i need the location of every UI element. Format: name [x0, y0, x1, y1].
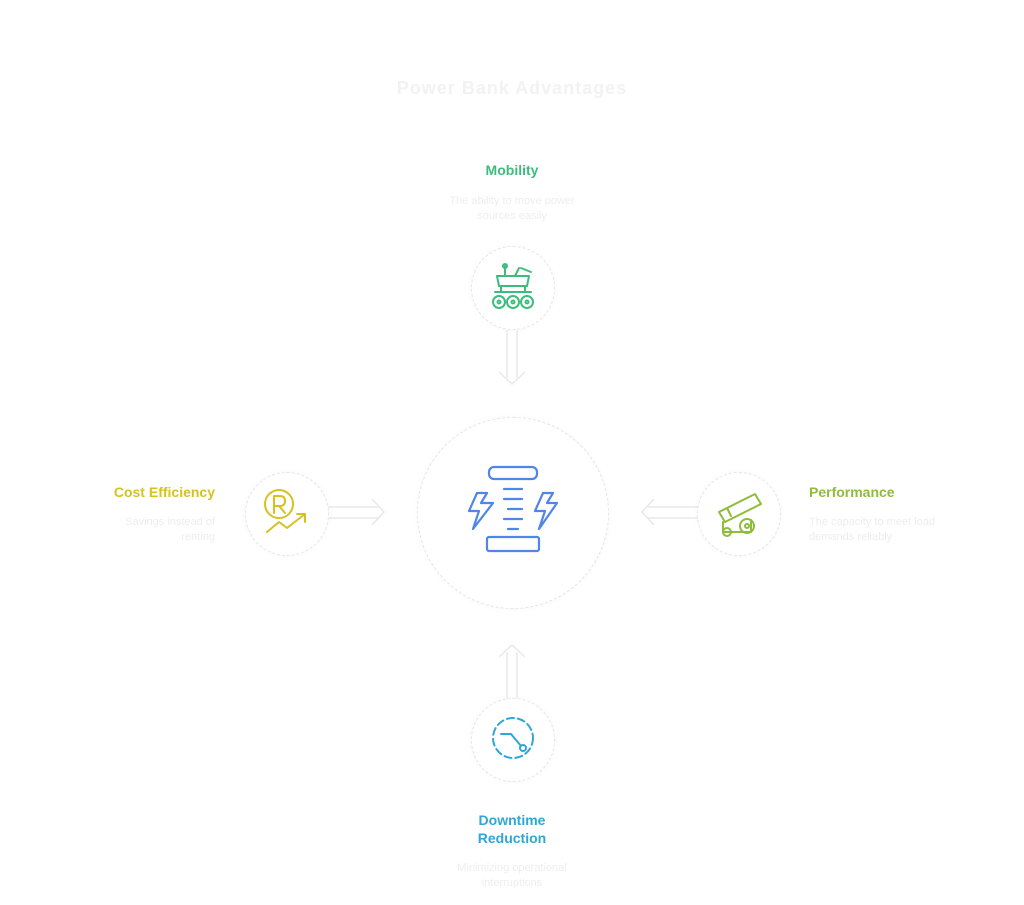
downtime-reduction-description: Minimizing operational interruptions — [457, 862, 567, 889]
power-bank-icon — [465, 463, 561, 564]
arrow-from-performance — [640, 498, 698, 526]
cost-efficiency-description: Savings instead of renting — [125, 516, 215, 543]
downtime-reduction-node — [471, 698, 555, 782]
cost-efficiency-title: Cost Efficiency — [113, 484, 215, 500]
clock-icon — [487, 712, 539, 769]
downtime-reduction-title: Downtime Reduction — [477, 812, 547, 846]
arrow-from-cost — [328, 498, 386, 526]
rover-icon — [487, 260, 539, 317]
performance-title: Performance — [809, 484, 895, 500]
arrow-from-mobility — [498, 330, 526, 386]
performance-node — [697, 472, 781, 556]
mobility-description: The ability to move power sources easily — [449, 195, 575, 222]
mobility-node — [471, 246, 555, 330]
center-node — [417, 417, 609, 609]
cost-efficiency-node — [245, 472, 329, 556]
arrow-from-downtime — [498, 643, 526, 700]
mobility-title: Mobility — [485, 162, 539, 178]
performance-description: The capacity to meet load demands reliab… — [809, 516, 935, 543]
rupee-growth-icon — [261, 486, 313, 543]
cannon-icon — [713, 486, 765, 543]
diagram-title: Power Bank Advantages — [396, 78, 628, 98]
